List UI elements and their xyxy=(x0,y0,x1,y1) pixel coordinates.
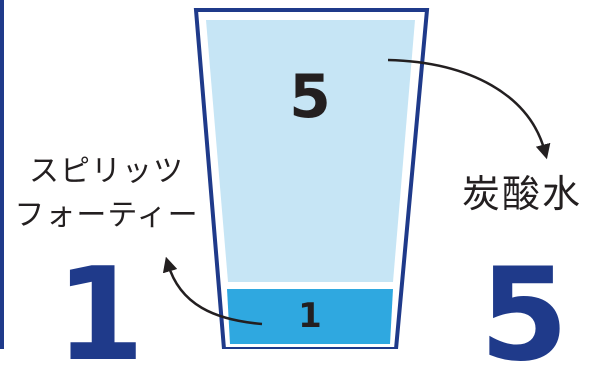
left-edge-bar xyxy=(0,0,4,349)
spirits-layer xyxy=(227,289,393,344)
soda-ratio: 5 xyxy=(479,241,569,390)
spirits-ratio: 1 xyxy=(55,241,145,390)
soda-layer xyxy=(206,20,415,282)
spirits-label: スピリッツフォーティー xyxy=(14,154,199,233)
soda-segment-value: 5 xyxy=(289,62,331,132)
soda-arrow xyxy=(387,58,551,160)
spirits-segment-value: 1 xyxy=(298,296,322,336)
spirits-arrow xyxy=(162,256,263,326)
glass-diagram xyxy=(162,8,551,349)
soda-label: 炭酸水 xyxy=(461,172,582,216)
